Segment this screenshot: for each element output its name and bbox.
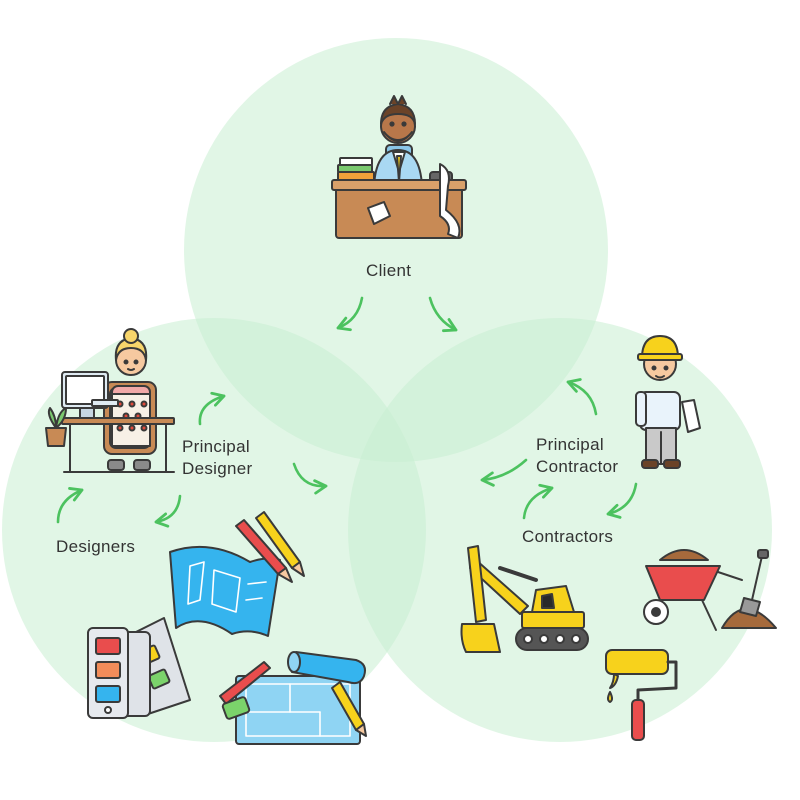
principal-contractor-label-line1: Principal bbox=[536, 435, 604, 454]
arrow-contractors-up bbox=[522, 483, 554, 520]
client-label: Client bbox=[366, 261, 412, 280]
arrow-principal-designer-to-center bbox=[292, 462, 328, 495]
excavator-icon bbox=[460, 545, 589, 653]
principal-designer-label-line2: Designer bbox=[182, 459, 253, 478]
wheelbarrow-icon bbox=[643, 549, 743, 631]
arrow-principal-contractor-up bbox=[566, 378, 598, 416]
construction-worker-icon bbox=[635, 335, 701, 469]
arrow-principal-contractor-to-contractors bbox=[606, 482, 638, 519]
principal-designer-label-line1: Principal bbox=[182, 437, 250, 456]
arrow-principal-contractor-to-center bbox=[480, 458, 528, 487]
arrow-principal-designer-to-designers bbox=[154, 494, 182, 528]
arrow-designers-up bbox=[56, 487, 84, 524]
shovel-icon bbox=[721, 549, 777, 629]
designers-label: Designers bbox=[56, 537, 136, 556]
arrow-principal-designer-up bbox=[198, 391, 226, 426]
pencils-icon bbox=[235, 511, 305, 583]
client-at-desk-icon bbox=[331, 95, 467, 239]
arrow-client-to-designer bbox=[336, 296, 364, 332]
contractors-label: Contractors bbox=[522, 527, 614, 546]
principal-designer-label: Principal Designer bbox=[182, 436, 252, 480]
designer-at-computer-icon bbox=[45, 328, 175, 473]
floor-plan-icon bbox=[219, 651, 367, 745]
principal-contractor-label: Principal Contractor bbox=[536, 434, 618, 478]
arrow-client-to-contractor bbox=[428, 296, 458, 333]
color-swatch-icon bbox=[87, 617, 191, 719]
principal-contractor-label-line2: Contractor bbox=[536, 457, 619, 476]
blueprint-icon bbox=[169, 545, 281, 637]
paint-roller-icon bbox=[605, 649, 678, 741]
